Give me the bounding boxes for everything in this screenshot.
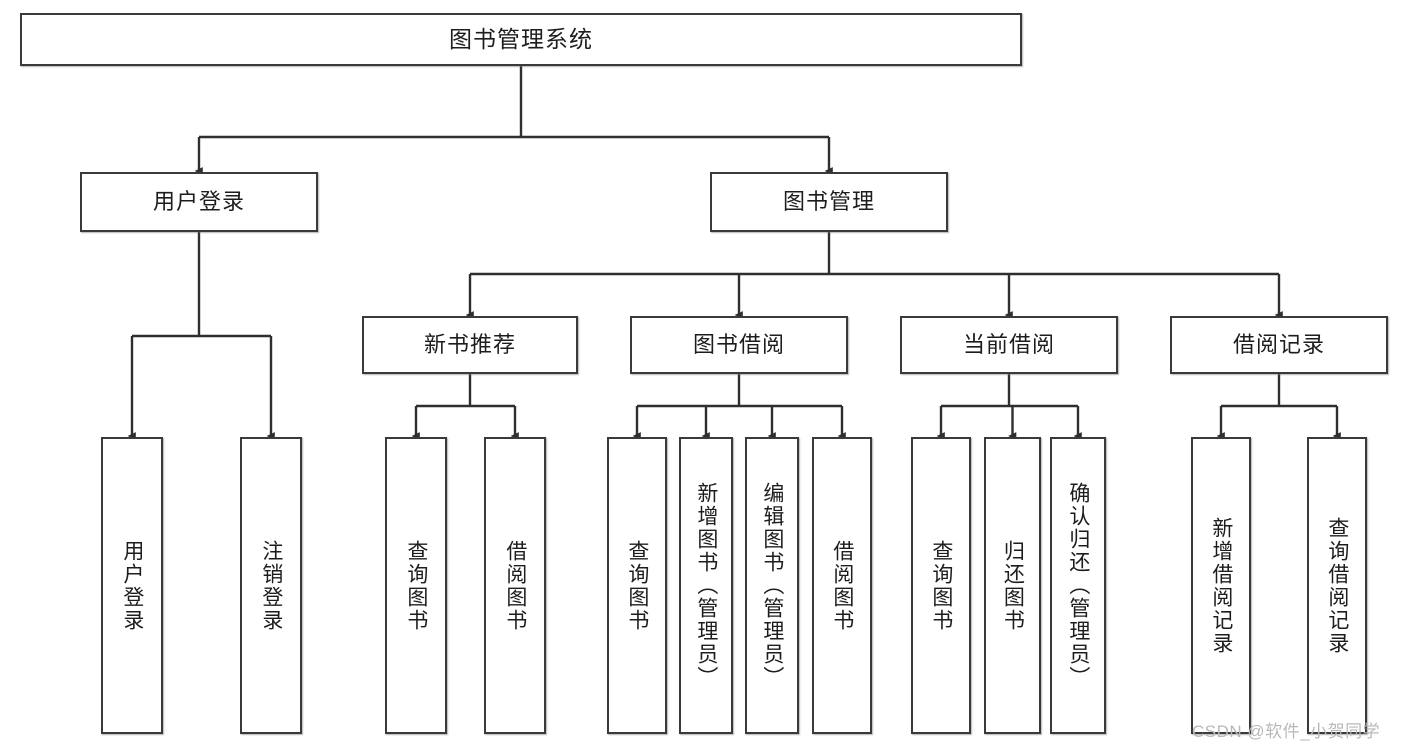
node-label: 归还图书	[1001, 539, 1025, 632]
node-label: 借阅图书	[830, 539, 854, 632]
leaf-node-query-book-current[interactable]: 查询图书	[911, 437, 971, 734]
node-label: 当前借阅	[962, 331, 1055, 357]
node-label: 注销登录	[259, 539, 283, 632]
node-borrow-record[interactable]: 借阅记录	[1170, 316, 1388, 374]
leaf-node-user-logout[interactable]: 注销登录	[240, 437, 302, 734]
node-label: 图书管理系统	[449, 25, 593, 52]
node-root[interactable]: 图书管理系统	[20, 13, 1022, 66]
node-label: 图书借阅	[692, 331, 785, 357]
leaf-node-borrow-book-recommend[interactable]: 借阅图书	[484, 437, 546, 734]
node-book-manage[interactable]: 图书管理	[710, 172, 948, 232]
node-label: 用户登录	[120, 539, 144, 632]
node-label: 查询图书	[625, 539, 649, 632]
leaf-node-borrow-book[interactable]: 借阅图书	[812, 437, 872, 734]
node-label: 借阅图书	[503, 539, 527, 632]
node-label: 编辑图书（管理员）	[760, 482, 784, 689]
node-label: 图书管理	[782, 188, 875, 214]
leaf-node-query-book-borrow[interactable]: 查询图书	[607, 437, 667, 734]
leaf-node-confirm-return-admin[interactable]: 确认归还（管理员）	[1050, 437, 1106, 734]
node-label: 用户登录	[152, 188, 245, 214]
node-user-login[interactable]: 用户登录	[80, 172, 318, 232]
csdn-watermark: CSDN @软件_小贺同学	[1192, 722, 1381, 741]
leaf-node-user-login[interactable]: 用户登录	[101, 437, 163, 734]
leaf-node-edit-book-admin[interactable]: 编辑图书（管理员）	[745, 437, 799, 734]
node-label: 确认归还（管理员）	[1066, 482, 1090, 689]
node-new-book-recommend[interactable]: 新书推荐	[362, 316, 578, 374]
node-label: 新书推荐	[423, 331, 516, 357]
node-label: 新增借阅记录	[1209, 516, 1233, 655]
leaf-node-query-book-recommend[interactable]: 查询图书	[385, 437, 447, 734]
leaf-node-return-book[interactable]: 归还图书	[984, 437, 1041, 734]
node-book-borrow[interactable]: 图书借阅	[630, 316, 848, 374]
node-label: 查询借阅记录	[1325, 516, 1349, 655]
node-label: 查询图书	[404, 539, 428, 632]
node-label: 查询图书	[929, 539, 953, 632]
node-label: 借阅记录	[1232, 331, 1325, 357]
leaf-node-add-borrow-record[interactable]: 新增借阅记录	[1191, 437, 1251, 734]
node-current-borrow[interactable]: 当前借阅	[900, 316, 1118, 374]
leaf-node-query-borrow-record[interactable]: 查询借阅记录	[1307, 437, 1367, 734]
node-label: 新增图书（管理员）	[694, 482, 718, 689]
leaf-node-add-book-admin[interactable]: 新增图书（管理员）	[679, 437, 733, 734]
